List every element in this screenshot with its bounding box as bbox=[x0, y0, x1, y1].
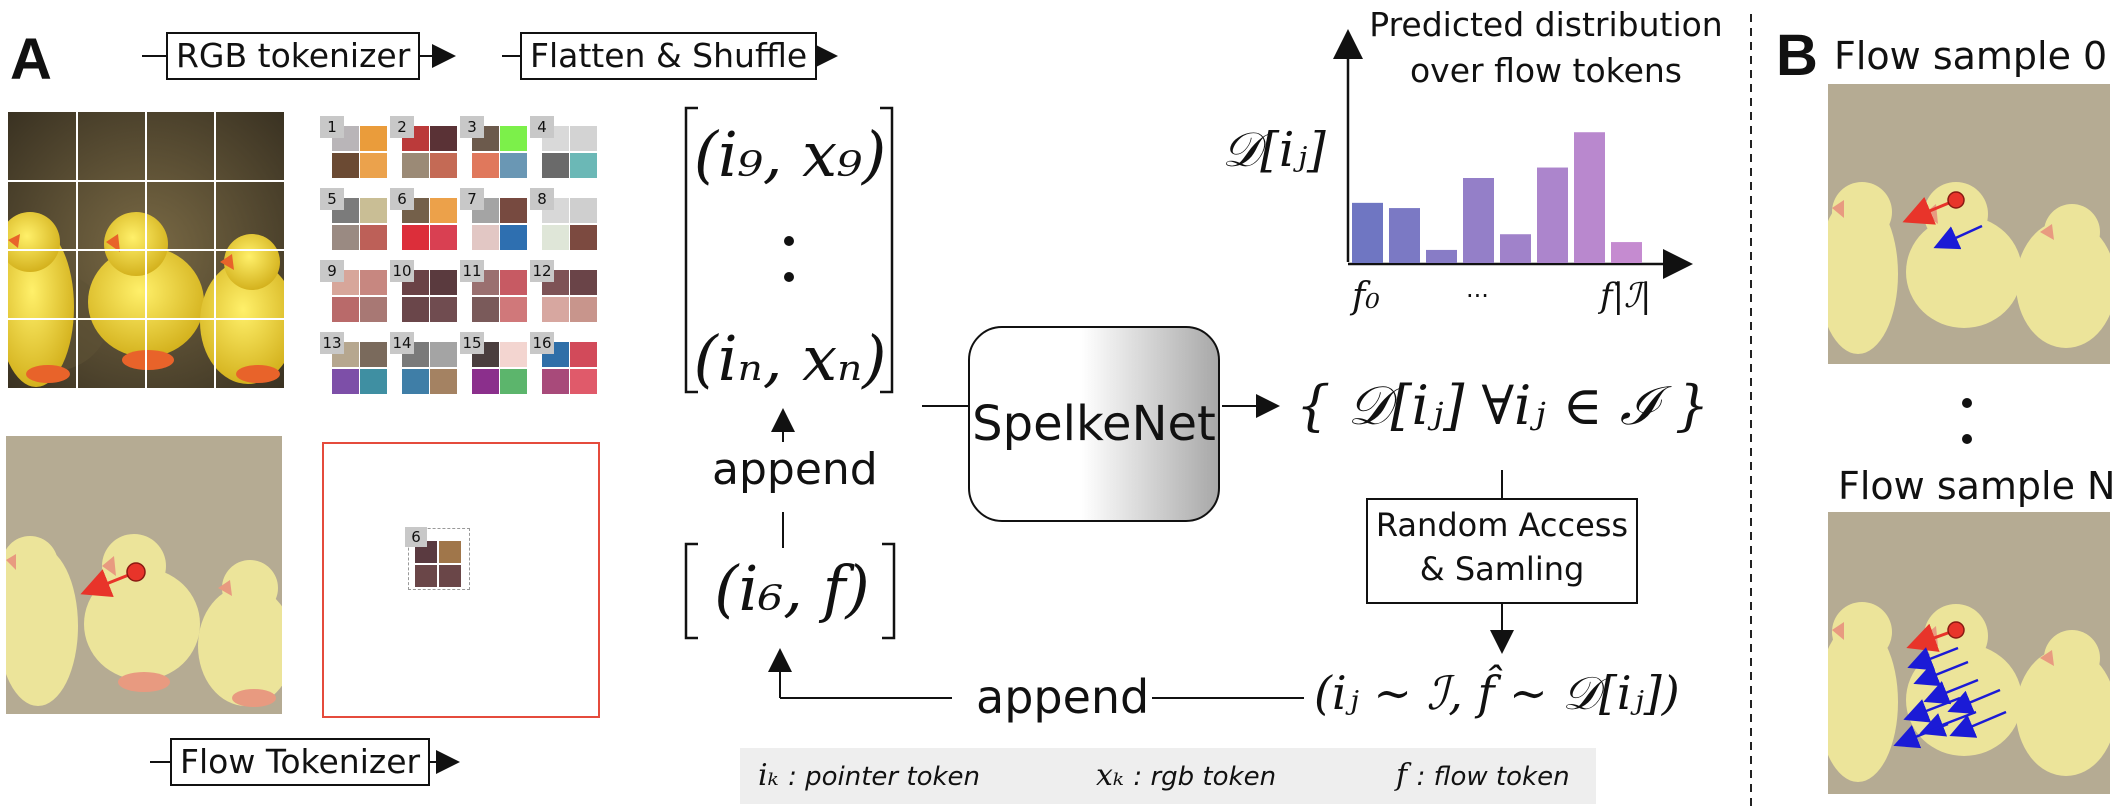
chart-y-label: 𝒟[iⱼ] bbox=[1222, 122, 1326, 178]
token-number: 16 bbox=[530, 332, 554, 354]
rgb-token: 7 bbox=[460, 188, 532, 250]
flow-arrow bbox=[1947, 688, 2001, 714]
output-distribution-set: { 𝒟[iⱼ] ∀iⱼ ∈ ℐ } bbox=[1296, 374, 1710, 437]
chick-illustration-faded bbox=[1828, 512, 2110, 794]
legend-symbol: f bbox=[1396, 758, 1408, 793]
ellipsis-dot bbox=[784, 236, 794, 246]
rgb-token: 10 bbox=[390, 260, 462, 322]
token-number: 2 bbox=[390, 116, 414, 138]
flow-tokenizer-box: Flow Tokenizer bbox=[170, 738, 431, 786]
rgb-token: 8 bbox=[530, 188, 602, 250]
token-number: 8 bbox=[530, 188, 554, 210]
random-access-line1: Random Access bbox=[1375, 506, 1629, 544]
panel-a-label: A bbox=[10, 27, 52, 92]
token-number: 9 bbox=[320, 260, 344, 282]
legend-symbol: iₖ bbox=[758, 758, 779, 793]
token-number: 13 bbox=[320, 332, 344, 354]
rgb-token: 1 bbox=[320, 116, 392, 178]
rgb-token: 12 bbox=[530, 260, 602, 322]
flow-sample-0-image bbox=[1828, 84, 2110, 364]
flow-sample-n-image bbox=[1828, 512, 2110, 794]
token-number: 11 bbox=[460, 260, 484, 282]
flow-arrow bbox=[1893, 722, 1949, 749]
flow-sample-n-title: Flow sample N bbox=[1838, 464, 2116, 508]
token-number: 3 bbox=[460, 116, 484, 138]
rgb-token: 13 bbox=[320, 332, 392, 394]
flow-arrow bbox=[1923, 678, 1979, 705]
chart-bar bbox=[1426, 249, 1457, 263]
chart-xtick-middle: ··· bbox=[1466, 282, 1489, 310]
rgb-token: 11 bbox=[460, 260, 532, 322]
sequence-first-token: (i₉, x₉) bbox=[693, 118, 887, 191]
token-number: 14 bbox=[390, 332, 414, 354]
chart-xtick-first: f₀ bbox=[1352, 276, 1380, 317]
chart-bar bbox=[1574, 132, 1605, 263]
chick-image-grid bbox=[8, 112, 284, 388]
random-access-line2: & Samling bbox=[1419, 550, 1585, 588]
flow-input-image bbox=[6, 436, 282, 714]
spelkenet-label: SpelkeNet bbox=[972, 396, 1216, 452]
token-number: 1 bbox=[320, 116, 344, 138]
flow-token-patch: 6 bbox=[405, 527, 470, 590]
rgb-token: 5 bbox=[320, 188, 392, 250]
chart-title: Predicted distribution over flow tokens bbox=[1356, 2, 1736, 94]
rgb-token: 4 bbox=[530, 116, 602, 178]
rgb-token: 9 bbox=[320, 260, 392, 322]
flow-token-pair: (i₆, f) bbox=[714, 552, 870, 625]
chart-title-line2: over flow tokens bbox=[1409, 51, 1682, 90]
random-access-box: Random Access & Samling bbox=[1366, 498, 1638, 604]
token-number: 4 bbox=[530, 116, 554, 138]
chick-illustration-faded bbox=[6, 436, 282, 714]
legend-text: : flow token bbox=[1416, 762, 1570, 792]
chart-bar bbox=[1463, 178, 1494, 263]
chart-title-line1: Predicted distribution bbox=[1369, 5, 1723, 44]
legend-text: : pointer token bbox=[788, 762, 981, 792]
sequence-last-token: (iₙ, xₙ) bbox=[693, 322, 887, 395]
image-grid-lines bbox=[8, 112, 284, 388]
legend-symbol: xₖ bbox=[1096, 758, 1124, 793]
flow-sample-0-title: Flow sample 0 bbox=[1834, 34, 2108, 78]
legend-pointer-token: iₖ : pointer token bbox=[758, 748, 980, 805]
chart-xtick-last: f|ℐ| bbox=[1600, 276, 1652, 316]
chart-bar bbox=[1389, 208, 1420, 263]
chick-illustration-faded bbox=[1828, 84, 2110, 364]
rgb-token: 15 bbox=[460, 332, 532, 394]
chart-bar bbox=[1537, 167, 1568, 263]
token-legend: iₖ : pointer token xₖ : rgb token f : fl… bbox=[740, 748, 1596, 804]
token-number: 7 bbox=[460, 188, 484, 210]
legend-flow-token: f : flow token bbox=[1396, 748, 1570, 805]
token-number: 10 bbox=[390, 260, 414, 282]
token-number: 5 bbox=[320, 188, 344, 210]
rgb-token: 14 bbox=[390, 332, 462, 394]
chart-bar bbox=[1352, 202, 1383, 263]
spelkenet-block: SpelkeNet bbox=[968, 326, 1220, 522]
legend-rgb-token: xₖ : rgb token bbox=[1096, 748, 1276, 805]
append-label-top: append bbox=[712, 444, 878, 495]
chart-bar bbox=[1611, 242, 1642, 263]
token-number: 6 bbox=[405, 527, 427, 547]
token-number: 12 bbox=[530, 260, 554, 282]
ellipsis-dot bbox=[1962, 434, 1972, 444]
rgb-tokenizer-box: RGB tokenizer bbox=[166, 32, 421, 80]
flow-arrow bbox=[1933, 224, 1983, 250]
rgb-token: 16 bbox=[530, 332, 602, 394]
flow-arrow bbox=[1949, 710, 2007, 738]
flatten-shuffle-box: Flatten & Shuffle bbox=[520, 32, 818, 80]
chart-bar bbox=[1500, 234, 1531, 263]
ellipsis-dot bbox=[1962, 398, 1972, 408]
token-number: 6 bbox=[390, 188, 414, 210]
rgb-token: 2 bbox=[390, 116, 462, 178]
rgb-token: 3 bbox=[460, 116, 532, 178]
rgb-token-grid: 1 2 3 4 5 6 7 8 9 10 11 12 13 14 15 16 bbox=[320, 116, 600, 396]
legend-text: : rgb token bbox=[1133, 762, 1277, 792]
flow-arrow bbox=[1913, 660, 1969, 687]
append-label-bottom: append bbox=[976, 670, 1150, 724]
sampling-expression: (iⱼ ∼ ℐ, f̂ ∼ 𝒟[iⱼ]) bbox=[1314, 666, 1680, 720]
ellipsis-dot bbox=[784, 272, 794, 282]
rgb-token: 6 bbox=[390, 188, 462, 250]
flow-token-frame: 6 bbox=[322, 442, 600, 718]
panel-b-label: B bbox=[1776, 23, 1818, 88]
token-number: 15 bbox=[460, 332, 484, 354]
